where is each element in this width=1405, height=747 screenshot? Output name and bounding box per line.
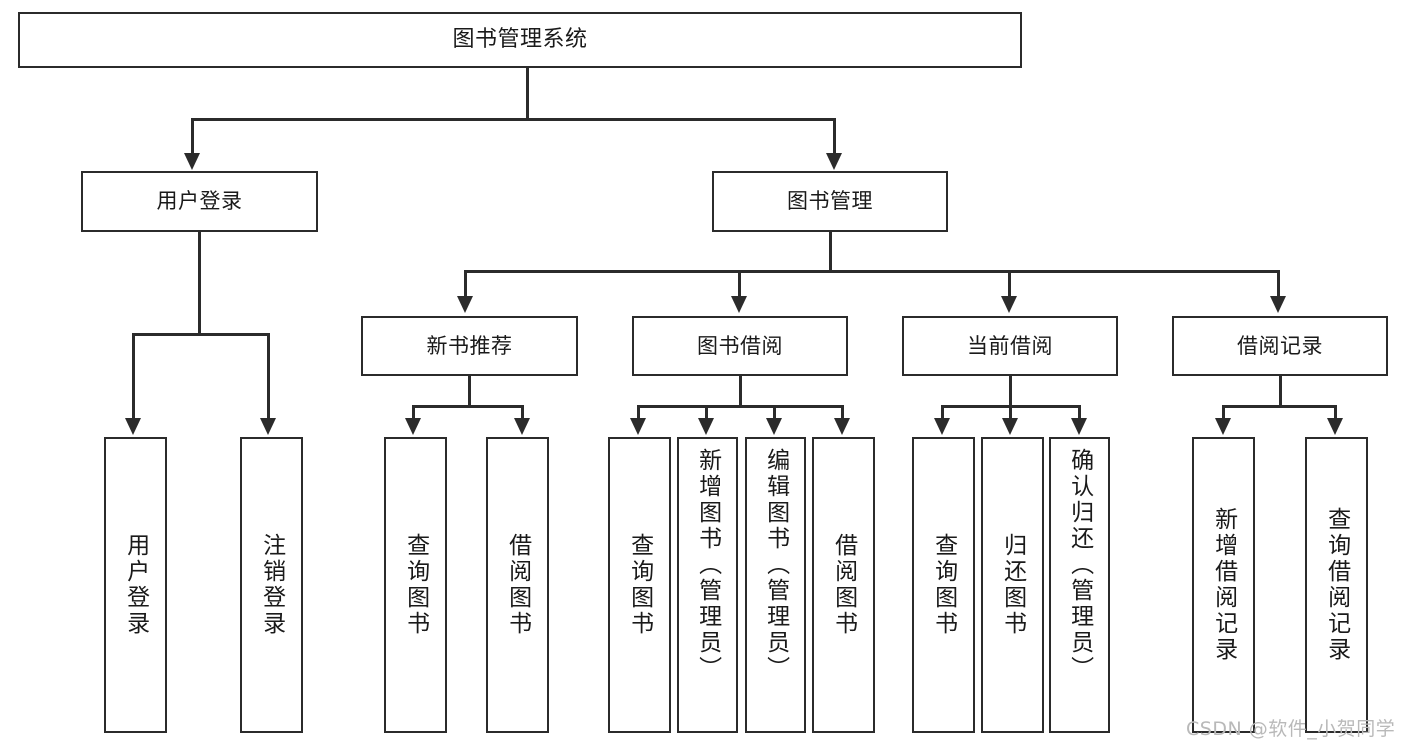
leaf-borrow-book-new-book[interactable]: 借阅图书 [486, 437, 549, 733]
node-book-management[interactable]: 图书管理 [712, 171, 948, 232]
node-label: 新增图书（管理员） [694, 448, 721, 682]
node-label: 查询图书 [626, 533, 653, 637]
node-book-borrow[interactable]: 图书借阅 [632, 316, 848, 376]
node-label: 用户登录 [156, 189, 243, 214]
arrowhead-leaf-borrow-book-1 [514, 418, 530, 435]
arrowhead-leaf-query-book-2 [630, 418, 646, 435]
leaf-logout[interactable]: 注销登录 [240, 437, 303, 733]
node-label: 查询图书 [402, 533, 429, 637]
arrowhead-leaf-edit-book [766, 418, 782, 435]
edge-root-stem [526, 68, 529, 120]
edge-user-login-bar [132, 333, 269, 336]
arrowhead-leaf-query-book-1 [405, 418, 421, 435]
csdn-watermark: CSDN @软件_小贺同学 [1186, 718, 1396, 740]
edge-to-leaf-query-record [1334, 405, 1337, 420]
edge-to-current-borrow [1008, 270, 1011, 298]
edge-root-to-user-login [191, 118, 194, 155]
edge-to-leaf-add-record [1222, 405, 1225, 420]
leaf-confirm-return-admin[interactable]: 确认归还（管理员） [1049, 437, 1110, 733]
node-root-book-management-system[interactable]: 图书管理系统 [18, 12, 1022, 68]
leaf-add-borrow-record[interactable]: 新增借阅记录 [1192, 437, 1255, 733]
node-label: 编辑图书（管理员） [762, 448, 789, 682]
arrowhead-leaf-user-login [125, 418, 141, 435]
edge-to-leaf-query-book-3 [941, 405, 944, 420]
node-new-book-recommend[interactable]: 新书推荐 [361, 316, 578, 376]
arrowhead-new-book [457, 296, 473, 313]
edge-to-leaf-query-book-1 [412, 405, 415, 420]
arrowhead-current-borrow [1001, 296, 1017, 313]
edge-to-leaf-logout [267, 333, 270, 420]
node-label: 借阅记录 [1237, 333, 1323, 358]
edge-borrow-record-stem [1279, 376, 1282, 407]
edge-to-leaf-borrow-book-1 [521, 405, 524, 420]
edge-root-to-book-management [833, 118, 836, 155]
node-label: 借阅图书 [504, 533, 531, 637]
edge-to-new-book [464, 270, 467, 298]
edge-to-leaf-edit-book [773, 405, 776, 420]
node-current-borrow[interactable]: 当前借阅 [902, 316, 1118, 376]
edge-to-book-borrow [738, 270, 741, 298]
arrowhead-leaf-borrow-book-2 [834, 418, 850, 435]
node-label: 图书管理系统 [452, 27, 588, 53]
arrowhead-book-borrow [731, 296, 747, 313]
leaf-query-borrow-record[interactable]: 查询借阅记录 [1305, 437, 1368, 733]
arrowhead-book-management [826, 153, 842, 170]
edge-to-borrow-record [1277, 270, 1280, 298]
edge-root-bar [191, 118, 835, 121]
node-label: 查询图书 [930, 533, 957, 637]
edge-user-login-stem [198, 232, 201, 335]
edge-new-book-stem [468, 376, 471, 407]
node-label: 图书管理 [787, 189, 873, 214]
edge-to-leaf-borrow-book-2 [841, 405, 844, 420]
arrowhead-leaf-add-record [1215, 418, 1231, 435]
edge-book-borrow-bar [637, 405, 844, 408]
node-label: 确认归还（管理员） [1066, 448, 1093, 682]
edge-to-leaf-add-book [705, 405, 708, 420]
leaf-return-book[interactable]: 归还图书 [981, 437, 1044, 733]
arrowhead-leaf-logout [260, 418, 276, 435]
node-user-login[interactable]: 用户登录 [81, 171, 318, 232]
leaf-query-book-current[interactable]: 查询图书 [912, 437, 975, 733]
edge-book-management-bar [464, 270, 1280, 273]
edge-new-book-bar [412, 405, 523, 408]
arrowhead-borrow-record [1270, 296, 1286, 313]
arrowhead-leaf-return-book [1002, 418, 1018, 435]
arrowhead-leaf-add-book [698, 418, 714, 435]
node-label: 新增借阅记录 [1210, 507, 1237, 663]
edge-current-borrow-stem [1009, 376, 1012, 407]
edge-to-leaf-return-book [1009, 405, 1012, 420]
arrowhead-leaf-query-book-3 [934, 418, 950, 435]
leaf-query-book-new-book[interactable]: 查询图书 [384, 437, 447, 733]
node-label: 用户登录 [122, 533, 149, 637]
edge-book-management-stem [829, 232, 832, 272]
node-label: 归还图书 [999, 533, 1026, 637]
node-borrow-record[interactable]: 借阅记录 [1172, 316, 1388, 376]
leaf-query-book-borrow[interactable]: 查询图书 [608, 437, 671, 733]
node-label: 新书推荐 [426, 333, 513, 358]
leaf-edit-book-admin[interactable]: 编辑图书（管理员） [745, 437, 806, 733]
node-label: 查询借阅记录 [1323, 507, 1350, 663]
leaf-borrow-book-borrow[interactable]: 借阅图书 [812, 437, 875, 733]
arrowhead-leaf-query-record [1327, 418, 1343, 435]
arrowhead-user-login [184, 153, 200, 170]
leaf-user-login[interactable]: 用户登录 [104, 437, 167, 733]
edge-to-leaf-user-login [132, 333, 135, 420]
leaf-add-book-admin[interactable]: 新增图书（管理员） [677, 437, 738, 733]
node-label: 当前借阅 [967, 333, 1053, 358]
edge-book-borrow-stem [739, 376, 742, 407]
arrowhead-leaf-confirm-return [1071, 418, 1087, 435]
node-label: 注销登录 [258, 533, 285, 637]
node-label: 图书借阅 [697, 333, 783, 358]
edge-borrow-record-bar [1222, 405, 1336, 408]
edge-to-leaf-query-book-2 [637, 405, 640, 420]
edge-to-leaf-confirm-return [1078, 405, 1081, 420]
node-label: 借阅图书 [830, 533, 857, 637]
